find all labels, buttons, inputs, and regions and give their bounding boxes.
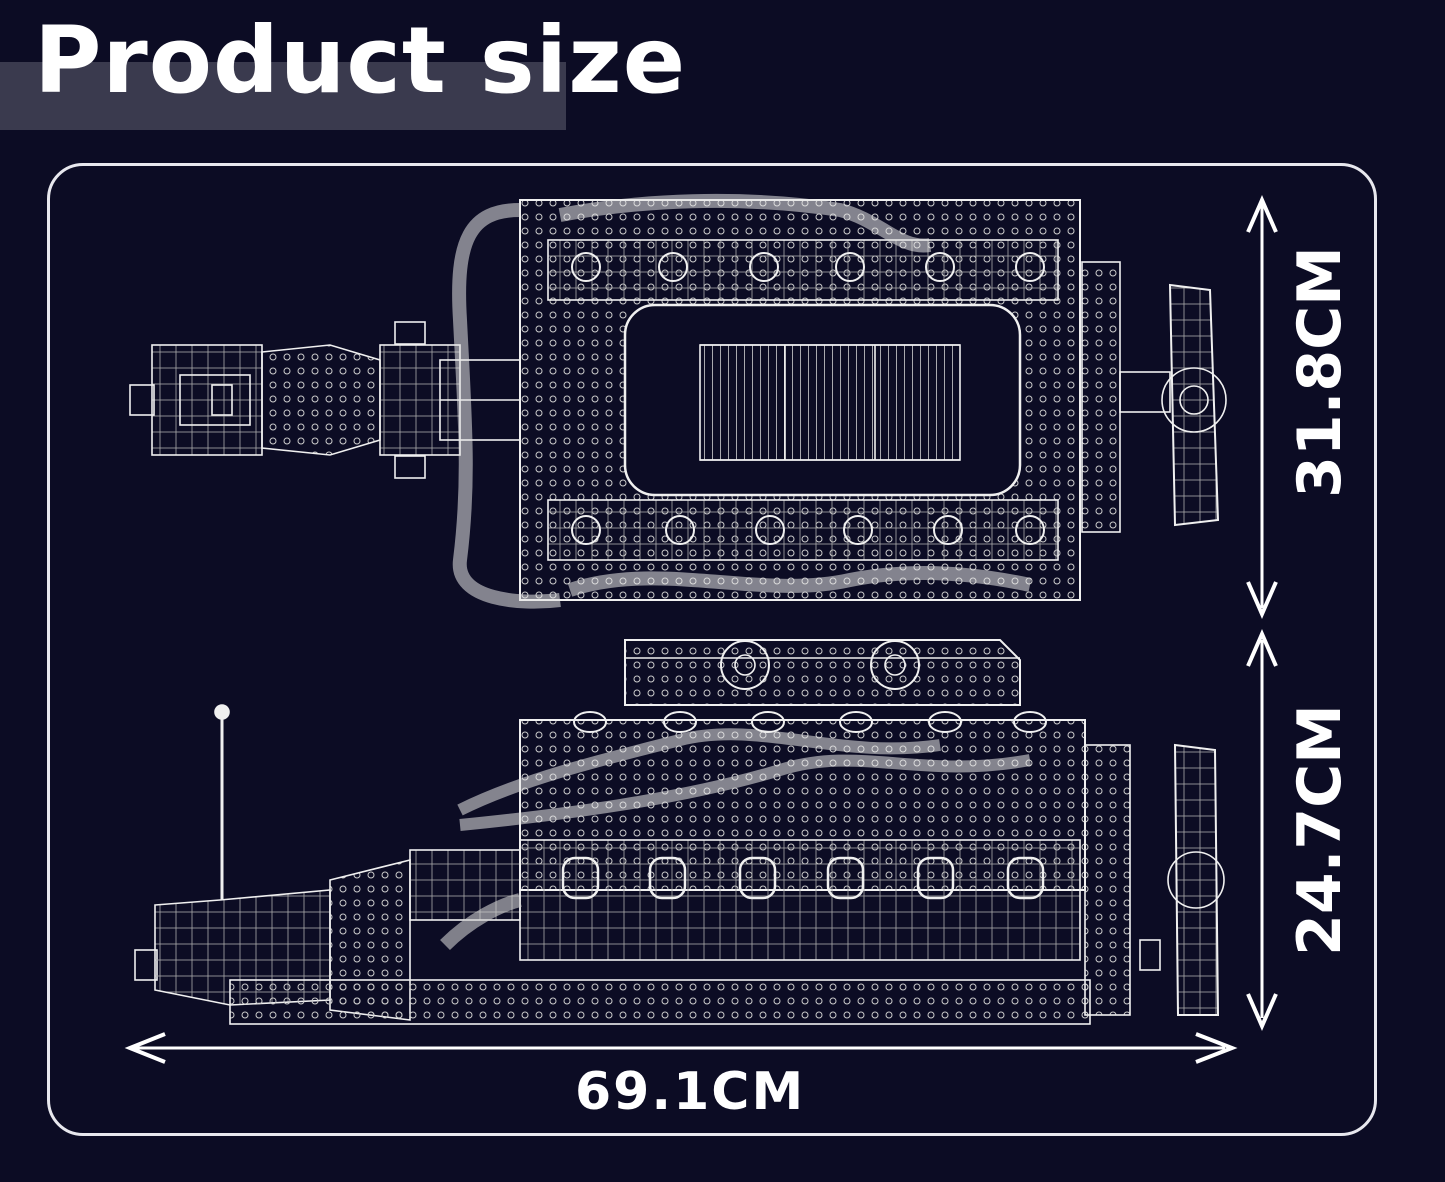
arrow-down-icon	[1246, 581, 1278, 619]
arrow-up-icon	[1246, 629, 1278, 667]
drawing-frame	[47, 163, 1377, 1136]
engine-side-view	[134, 639, 1225, 1025]
engine-top-view	[129, 193, 1227, 609]
arrow-right-icon	[1195, 1032, 1238, 1064]
arrow-up-icon	[1246, 195, 1278, 233]
page-title: Product size	[34, 7, 687, 114]
height-side-label: 24.7CM	[1285, 704, 1355, 956]
dimension-arrows	[124, 195, 1278, 1064]
arrow-left-icon	[124, 1032, 166, 1064]
arrow-down-icon	[1246, 993, 1278, 1031]
title-band	[0, 62, 566, 130]
length-label: 69.1CM	[575, 1062, 806, 1122]
height-top-label: 31.8CM	[1285, 246, 1355, 498]
